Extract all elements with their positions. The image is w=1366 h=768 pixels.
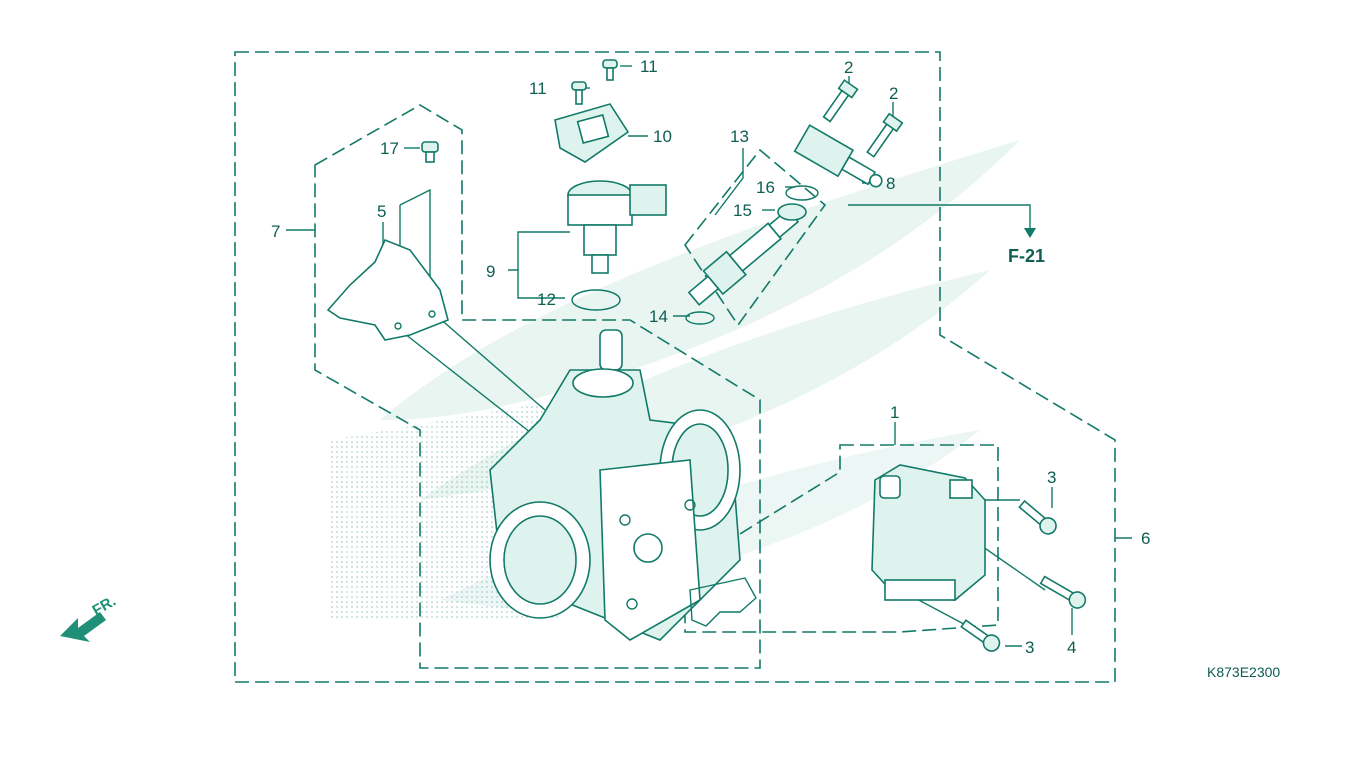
callout-13: 13 bbox=[730, 127, 749, 146]
cross-reference-label[interactable]: F-21 bbox=[1008, 246, 1045, 266]
callout-7: 7 bbox=[271, 222, 280, 241]
screw-4 bbox=[1039, 575, 1087, 609]
o-ring-16 bbox=[785, 185, 819, 201]
callout-1: 1 bbox=[890, 403, 899, 422]
group-13-boundary bbox=[684, 148, 827, 327]
callout-11b: 11 bbox=[640, 57, 658, 76]
gasket bbox=[689, 577, 757, 627]
group-7-boundary bbox=[314, 104, 761, 669]
o-ring-14 bbox=[685, 311, 715, 325]
callout-5: 5 bbox=[377, 202, 386, 221]
diagram-code: K873E2300 bbox=[1207, 664, 1280, 680]
seal-15 bbox=[777, 203, 807, 221]
leader-lines bbox=[286, 65, 1132, 647]
group-1-boundary bbox=[684, 444, 999, 633]
callout-3b: 3 bbox=[1025, 638, 1034, 657]
bracket-part bbox=[326, 238, 449, 341]
assembly-boundary bbox=[234, 51, 1116, 683]
callout-8: 8 bbox=[886, 174, 895, 193]
screw-11-b bbox=[602, 59, 618, 81]
callout-2b: 2 bbox=[889, 84, 898, 103]
callout-15: 15 bbox=[733, 201, 752, 220]
screw-3-b bbox=[960, 619, 1001, 652]
fitting-8 bbox=[793, 124, 883, 188]
screw-2-a bbox=[822, 79, 859, 123]
screw-11-a bbox=[571, 81, 587, 105]
cover-plate-10 bbox=[554, 103, 630, 163]
callout-17: 17 bbox=[380, 139, 399, 158]
callout-6: 6 bbox=[1141, 529, 1150, 548]
sensor-9 bbox=[567, 180, 667, 274]
arrow-head-icon bbox=[1024, 228, 1036, 238]
callout-4: 4 bbox=[1067, 638, 1076, 657]
screw-17 bbox=[421, 141, 439, 163]
screw-2-b bbox=[866, 112, 904, 158]
callout-9: 9 bbox=[486, 262, 495, 281]
callout-10: 10 bbox=[653, 127, 672, 146]
screw-3-a bbox=[1018, 499, 1057, 535]
callout-2a: 2 bbox=[844, 58, 853, 77]
callout-11a: 11 bbox=[529, 79, 547, 98]
actuator-1 bbox=[871, 464, 986, 601]
callout-3a: 3 bbox=[1047, 468, 1056, 487]
direction-label: FR. bbox=[90, 593, 119, 620]
o-ring-12 bbox=[571, 289, 621, 311]
front-direction-arrow: FR. bbox=[60, 593, 119, 642]
throttle-body bbox=[489, 329, 741, 641]
injector-13 bbox=[687, 208, 800, 306]
callout-16: 16 bbox=[756, 178, 775, 197]
callout-14: 14 bbox=[649, 307, 668, 326]
callout-12: 12 bbox=[537, 290, 556, 309]
